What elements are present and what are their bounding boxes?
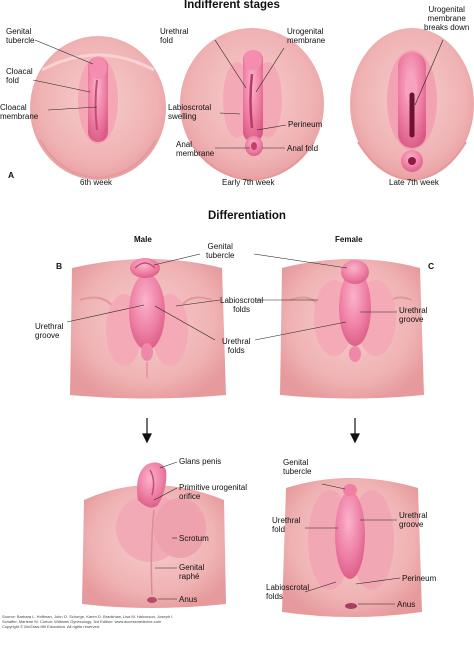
panel-label-c: C [428,261,435,271]
label-genital-raphe: Genital raphé [179,563,205,581]
label-urogenital-membrane: Urogenital membrane [287,27,326,45]
label-urethral-folds-mid: Urethral folds [222,337,251,355]
label-labioscrotal-swelling: Labioscrotal swelling [168,103,212,121]
transition-arrows [142,418,360,444]
stage-late-7th-week-illustration [350,28,474,182]
leader-lines [32,39,444,605]
label-anal-fold: Anal fold [287,144,319,153]
stage-early-7th-week-illustration [180,28,324,182]
caption-early-7th-week: Early 7th week [222,178,275,187]
label-anal-membrane: Anal membrane [176,140,215,158]
label-urethral-fold-f: Urethral fold [272,516,301,534]
label-cloacal-fold: Cloacal fold [6,67,33,85]
stage-6th-week-illustration [30,36,166,180]
label-glans-penis: Glans penis [179,457,222,466]
label-scrotum: Scrotum [179,534,209,543]
male-heading: Male [134,235,152,244]
label-anus-female: Anus [397,600,416,609]
female-differentiation-illustration [280,259,424,399]
female-heading: Female [335,235,363,244]
caption-late-7th-week: Late 7th week [389,178,439,187]
label-cloacal-membrane: Cloacal membrane [0,103,39,121]
label-perineum-a: Perineum [288,120,323,129]
label-urethral-groove-b: Urethral groove [35,322,64,340]
label-perineum-f: Perineum [402,574,437,583]
label-urogenital-membrane-breaks-down: Urogenital membrane breaks down [424,5,470,32]
label-urethral-groove-c: Urethral groove [399,306,428,324]
label-urethral-fold-a: Urethral fold [160,27,189,45]
indifferent-stages-heading: Indifferent stages [184,0,280,11]
label-labioscrotal-folds-mid: Labioscrotal folds [220,296,264,314]
female-external-genitalia-illustration [282,478,422,617]
caption-6th-week: 6th week [80,178,113,187]
male-external-genitalia-illustration [82,462,226,608]
label-genital-tubercle-mid: Genital tubercle [206,242,235,260]
label-anus-male: Anus [179,595,198,604]
panel-label-b: B [56,261,63,271]
source-credit: Source: Barbara L. Hoffman, John O. Scho… [2,614,174,629]
label-primitive-urogenital-orifice: Primitive urogenital orifice [179,483,248,501]
label-urethral-groove-f: Urethral groove [399,511,428,529]
label-genital-tubercle-a: Genital tubercle [6,27,35,45]
panel-label-a: A [8,170,15,180]
label-genital-tubercle-f: Genital tubercle [283,458,312,476]
differentiation-heading: Differentiation [208,210,286,222]
male-differentiation-illustration [70,258,226,399]
label-labioscrotal-folds-f: Labioscrotal folds [266,583,310,601]
